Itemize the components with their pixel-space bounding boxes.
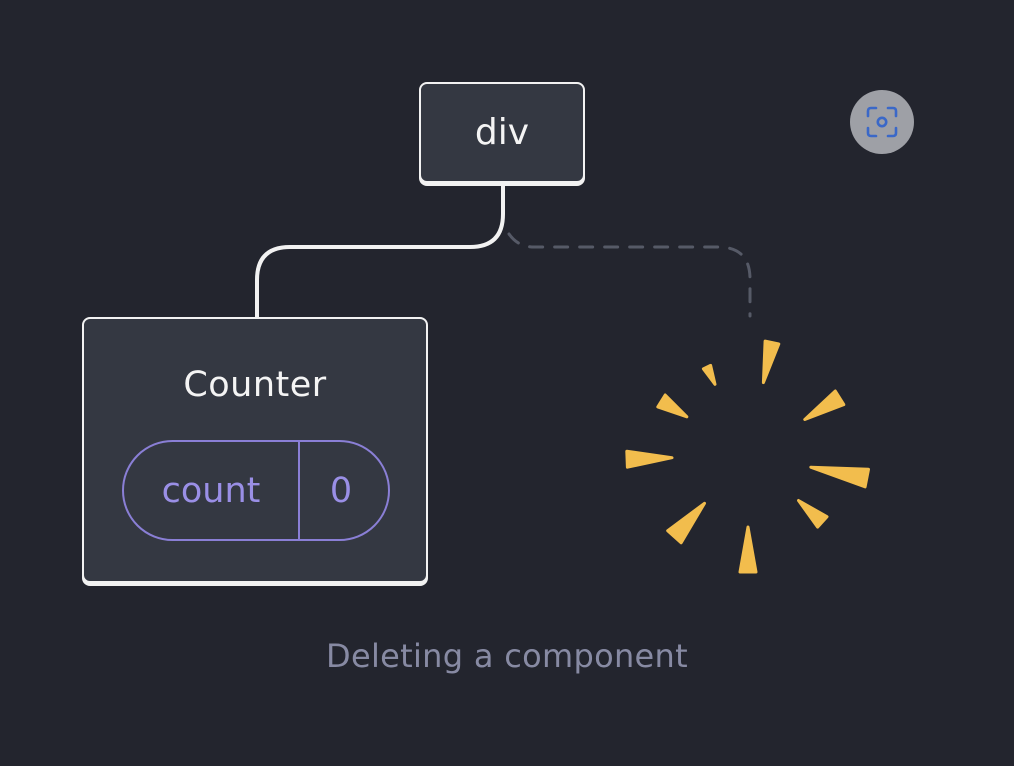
div-node: div: [419, 82, 585, 183]
counter-node: Counter count 0: [82, 317, 428, 583]
focus-button[interactable]: [850, 90, 914, 154]
deletion-burst: [625, 339, 870, 574]
edge-div-to-removed-node: [507, 232, 752, 318]
burst-ray-1: [701, 363, 717, 386]
burst-ray-8: [625, 449, 674, 469]
diagram-caption: Deleting a component: [326, 637, 688, 675]
burst-ray-2: [761, 339, 781, 385]
burst-ray-6: [738, 525, 758, 574]
burst-ray-3: [803, 389, 846, 421]
scan-focus-icon: [866, 106, 898, 138]
counter-node-label: Counter: [183, 365, 327, 405]
state-pill: count 0: [122, 440, 390, 541]
edge-div-to-counter: [255, 182, 505, 320]
burst-ray-5: [797, 499, 829, 529]
burst-ray-9: [656, 393, 689, 419]
div-node-label: div: [474, 112, 530, 153]
state-value: 0: [329, 470, 353, 511]
burst-ray-4: [809, 465, 870, 489]
state-name: count: [124, 442, 300, 539]
burst-ray-7: [666, 501, 706, 545]
